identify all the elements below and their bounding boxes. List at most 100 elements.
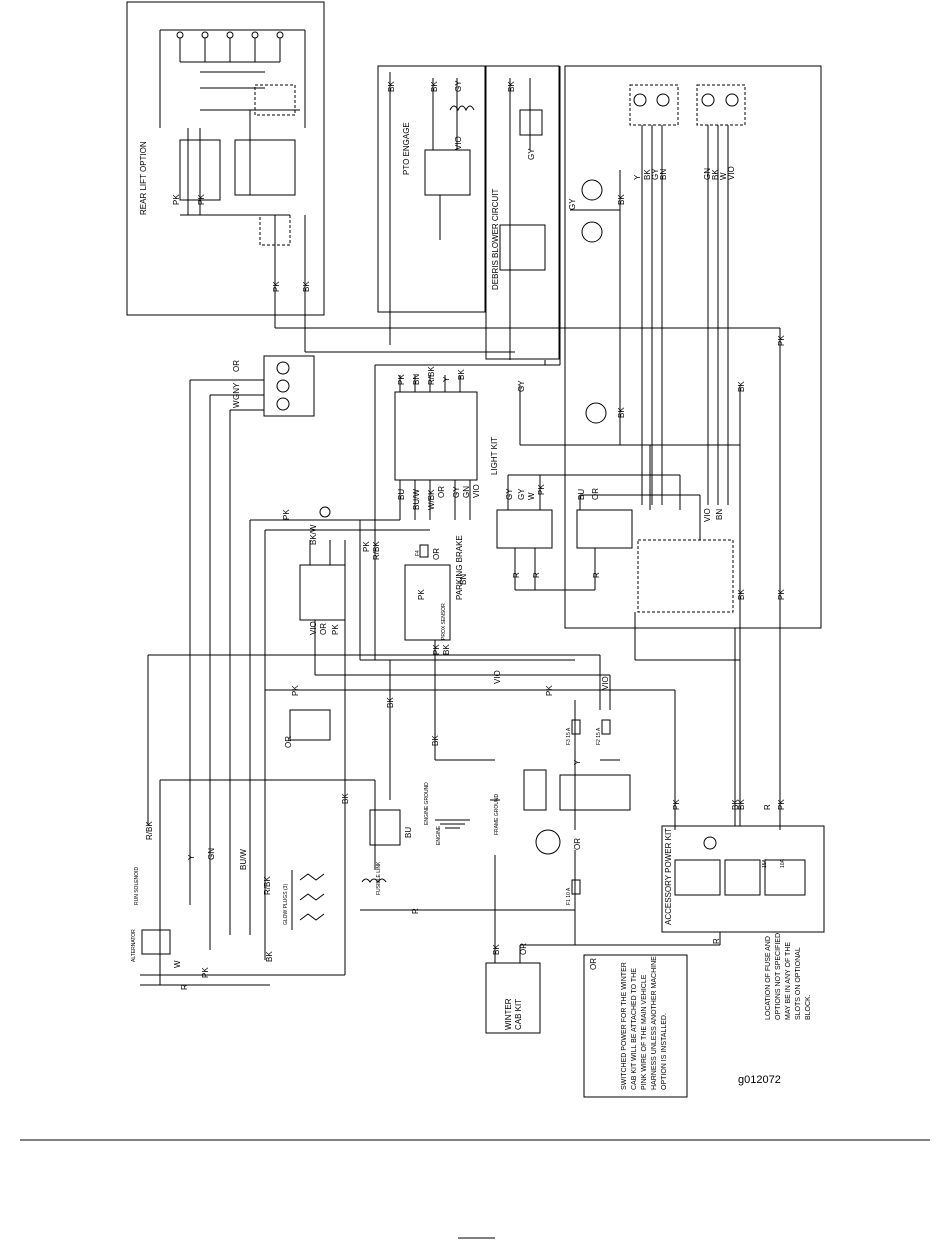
tag-bk-pto-1: BK bbox=[387, 81, 396, 92]
tag-vio-h: VIO bbox=[493, 670, 502, 684]
tag-pk-relay: PK bbox=[331, 624, 340, 635]
tag-rbk-mid: R/BK bbox=[372, 541, 381, 560]
parking-brake-label: PARKING BRAKE bbox=[455, 535, 464, 600]
switched-power-line-1: SWITCHED POWER FOR THE WINTER bbox=[621, 962, 628, 1090]
tag-bk-h: BK bbox=[386, 697, 395, 708]
fuses bbox=[571, 719, 611, 895]
tag-bkw-mid: BK/W bbox=[309, 524, 318, 545]
tag-gy-debris: GY bbox=[527, 148, 536, 160]
accessory-power-box bbox=[661, 825, 825, 933]
tag-bk-right: BK bbox=[737, 381, 746, 392]
switched-power-line-5: OPTION IS INSTALLED. bbox=[661, 1013, 668, 1090]
light-kit-circuit bbox=[496, 84, 746, 613]
tag-pk-brake: PK bbox=[417, 589, 426, 600]
tag-or-h: OR bbox=[284, 736, 293, 748]
ground-symbols bbox=[435, 799, 500, 829]
tag-pk-acc2: PK bbox=[777, 799, 786, 810]
tag-pk-lk: PK bbox=[537, 484, 546, 495]
tag-bk-left: BK bbox=[265, 951, 274, 962]
run-solenoid-label: RUN SOLENOID bbox=[134, 867, 140, 905]
tag-bk-h2: BK bbox=[431, 735, 440, 746]
tag-bk-rearlift-1: BK bbox=[302, 281, 311, 292]
winter-cab-title-2: CAB KIT bbox=[514, 999, 523, 1030]
rear-lift-coils bbox=[176, 31, 284, 39]
tag-pk-h2: PK bbox=[545, 685, 554, 696]
figure-id: g012072 bbox=[738, 1074, 781, 1086]
acc-fuse-15a: 15A bbox=[762, 858, 768, 868]
light-kit-box bbox=[564, 65, 822, 629]
fusible-link-coil bbox=[361, 878, 387, 883]
tag-gy-lightkit: GY bbox=[517, 380, 526, 392]
tag-y-gauge: Y bbox=[232, 382, 241, 388]
engine-ground-label: ENGINE GROUND bbox=[424, 782, 430, 825]
glow-plugs-label: GLOW PLUGS (3) bbox=[283, 884, 289, 925]
alternator-body bbox=[141, 929, 171, 955]
tag-y-h: Y bbox=[573, 759, 582, 765]
alternator-label: ALTERNATOR bbox=[131, 929, 137, 962]
tag-gy-lk2: GY bbox=[517, 488, 526, 500]
switched-power-line-4: HARNESS UNLESS ANOTHER MACHINE bbox=[651, 956, 658, 1090]
switched-power-line-3: PINK WIRE OF THE MAIN VEHICLE bbox=[641, 974, 648, 1090]
tag-y-left: Y bbox=[187, 854, 196, 860]
tag-pk-brake-2: PK bbox=[432, 644, 441, 655]
tag-or-note: OR bbox=[589, 958, 598, 970]
tag-wbk-ctl: W/BK bbox=[427, 489, 436, 510]
tag-or-lk: OR bbox=[591, 488, 600, 500]
tag-rbk-ctl: R/BK bbox=[427, 366, 436, 385]
tag-bn-ctl: BN bbox=[412, 374, 421, 385]
fuse-location-line-1: LOCATION OF FUSE AND bbox=[765, 936, 772, 1020]
tag-vio-lk: VIO bbox=[703, 508, 712, 522]
pto-box bbox=[377, 65, 486, 313]
tag-bk-ctl: BK bbox=[457, 369, 466, 380]
tag-y-light: Y bbox=[633, 174, 642, 180]
tag-rbk-left: R/BK bbox=[145, 821, 154, 840]
fuse-location-line-3: MAY BE IN ANY OF THE bbox=[785, 942, 792, 1020]
tag-gn-gauge: GN bbox=[232, 388, 241, 400]
tag-pk-mid: PK bbox=[282, 509, 291, 520]
rear-lift-circuit bbox=[159, 29, 306, 315]
tag-pk-acc: PK bbox=[672, 799, 681, 810]
tag-r-left: R bbox=[180, 984, 189, 990]
switched-power-note: SWITCHED POWER FOR THE WINTER CAB KIT WI… bbox=[621, 956, 668, 1090]
tag-r-acc: R bbox=[763, 804, 772, 810]
prox-sensor-label: PROX SENSOR bbox=[441, 603, 447, 640]
tag-bu-lk: BU bbox=[577, 489, 586, 500]
tag-bk-light-2: BK bbox=[643, 169, 652, 180]
tag-gn-light: GN bbox=[703, 168, 712, 180]
gauge-cluster bbox=[263, 355, 331, 518]
tag-bn-lk: BN bbox=[715, 509, 724, 520]
pto-title: PTO ENGAGE bbox=[402, 122, 411, 175]
tag-pk-mid-2: PK bbox=[362, 541, 371, 552]
tag-bk-lightkit: BK bbox=[617, 407, 626, 418]
tag-bu-h: BU bbox=[404, 827, 413, 838]
tag-bk-pto-2: BK bbox=[430, 81, 439, 92]
tag-r-lk2: R bbox=[532, 572, 541, 578]
tag-pk-right: PK bbox=[777, 335, 786, 346]
tag-bk-acc: BK bbox=[731, 799, 740, 810]
tag-rbk-left2: R/BK bbox=[263, 876, 272, 895]
tag-vio-pto: VIO bbox=[454, 136, 463, 150]
tag-vio-h2: VIO bbox=[601, 676, 610, 690]
tag-or-relay: OR bbox=[319, 623, 328, 635]
tag-w-gauge: W bbox=[232, 400, 241, 408]
tag-bk-right-2: BK bbox=[737, 589, 746, 600]
fuse-location-line-5: BLOCK. bbox=[805, 994, 812, 1020]
tag-vio-ctl: VIO bbox=[472, 484, 481, 498]
fuse-f4-label: F4 bbox=[415, 550, 421, 556]
switched-power-note-box bbox=[583, 954, 688, 1098]
tag-pk-left: PK bbox=[201, 967, 210, 978]
tag-or-ctl: OR bbox=[437, 486, 446, 498]
tag-or-brake: OR bbox=[432, 548, 441, 560]
tag-bk-acc2: BK bbox=[737, 799, 746, 810]
ignition-switch bbox=[523, 769, 631, 855]
tag-gy-light-2: GY bbox=[651, 168, 660, 180]
tag-or-gauge: OR bbox=[232, 360, 241, 372]
light-kit-title: LIGHT KIT bbox=[490, 437, 499, 475]
accessory-power-internals bbox=[674, 836, 806, 896]
tag-w-left: W bbox=[173, 960, 182, 968]
winter-cab-box bbox=[485, 962, 541, 1034]
switched-power-line-2: CAB KIT WILL BE ATTACHED TO THE bbox=[631, 968, 638, 1090]
rear-lift-box bbox=[126, 1, 325, 316]
tag-buw-left: BU/W bbox=[239, 849, 248, 870]
